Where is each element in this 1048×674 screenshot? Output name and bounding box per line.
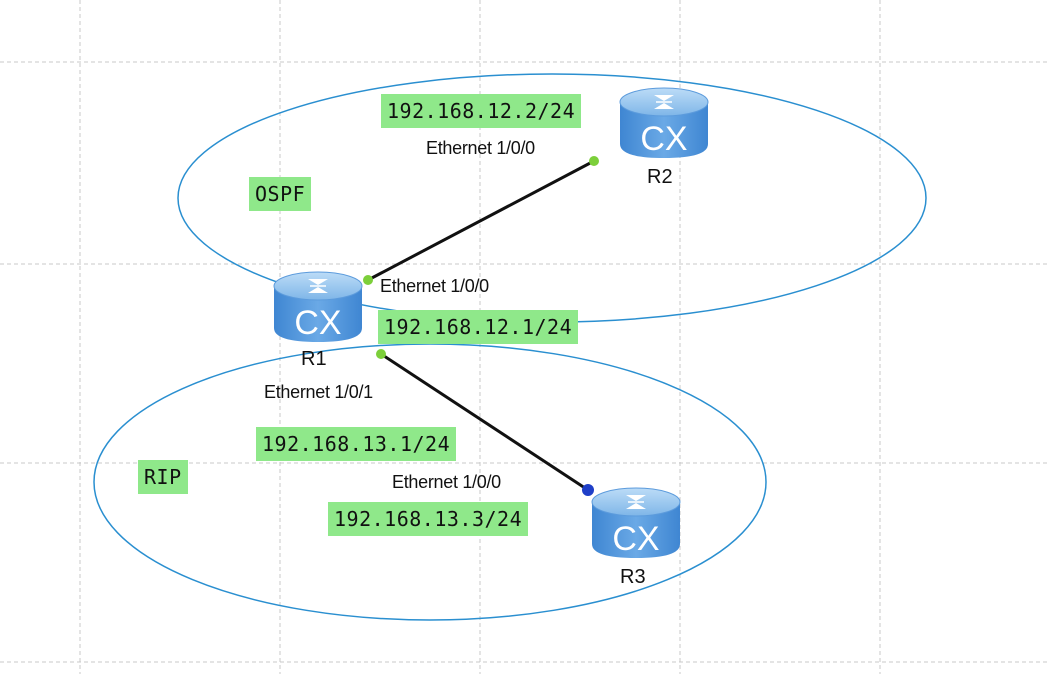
router-r1-icon-text: CX	[294, 304, 341, 342]
link-r1-r2[interactable]	[367, 159, 595, 282]
ospf-area-label: OSPF	[249, 177, 312, 211]
r2-e100-ip-label: 192.168.12.2/24	[381, 94, 582, 128]
r1-e100-ip-label: 192.168.12.1/24	[378, 310, 579, 344]
router-r3-icon[interactable]: CX	[591, 487, 681, 559]
router-r1-icon[interactable]: CX	[273, 271, 363, 343]
router-r3-icon-text: CX	[612, 520, 659, 558]
router-r2-name: R2	[647, 166, 673, 188]
r3-e100-name-label: Ethernet 1/0/0	[392, 472, 501, 492]
router-r3-name: R3	[620, 566, 646, 588]
link-r1-r3[interactable]	[380, 352, 589, 492]
router-r2-icon-text: CX	[640, 120, 687, 158]
r1-e100-name-label: Ethernet 1/0/0	[380, 276, 489, 296]
port-r2-e100[interactable]	[589, 156, 599, 166]
router-r2-icon[interactable]: CX	[619, 87, 709, 159]
router-r1-name: R1	[301, 348, 327, 370]
port-r3-e100[interactable]	[582, 484, 594, 496]
r3-e100-ip-label: 192.168.13.3/24	[328, 502, 529, 536]
port-r1-e101[interactable]	[376, 349, 386, 359]
r1-e101-ip-label: 192.168.13.1/24	[256, 427, 457, 461]
rip-area-outline[interactable]	[93, 343, 767, 621]
r2-e100-name-label: Ethernet 1/0/0	[426, 138, 535, 158]
r1-e101-name-label: Ethernet 1/0/1	[264, 382, 373, 402]
port-r1-e100[interactable]	[363, 275, 373, 285]
rip-area-label: RIP	[138, 460, 188, 494]
